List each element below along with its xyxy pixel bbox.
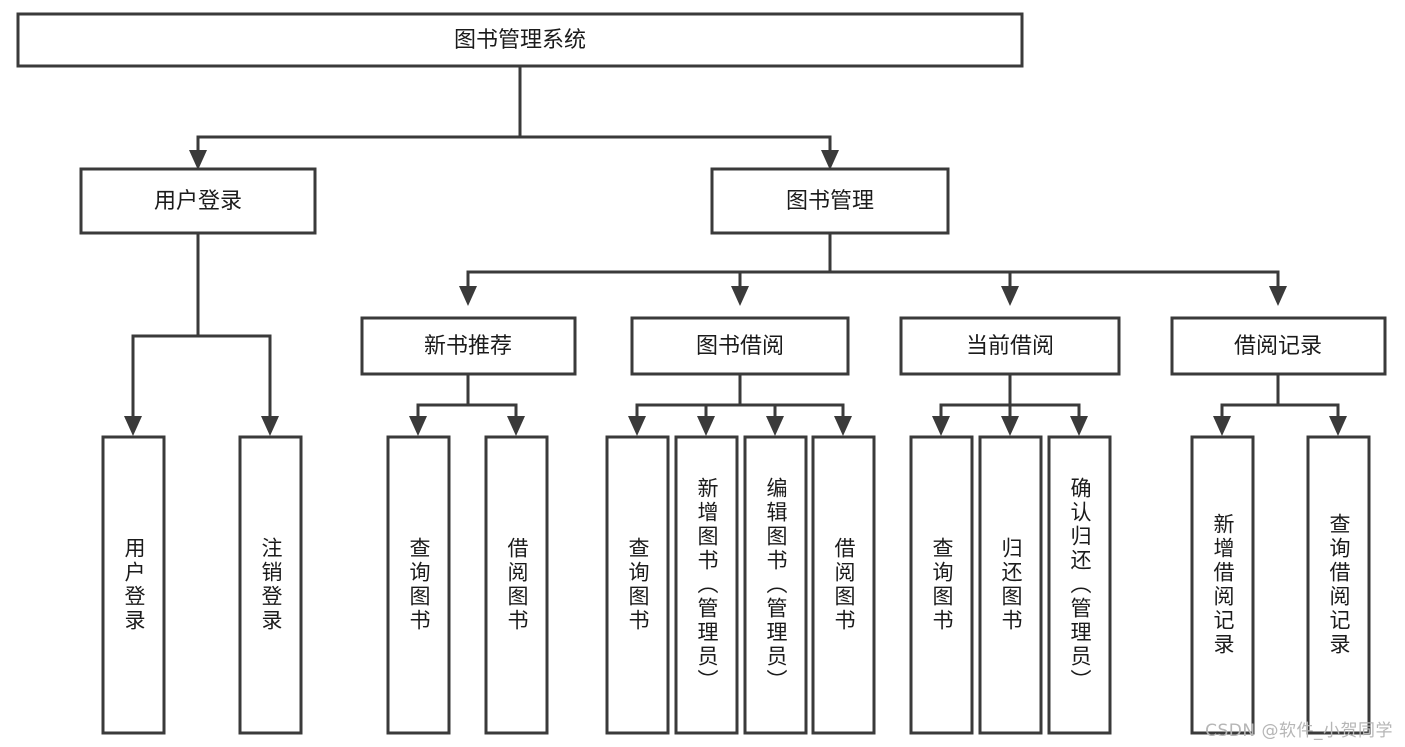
leaf-box-edit-book[interactable]	[743, 435, 808, 735]
leaf-box-borrow-book-2[interactable]	[811, 435, 876, 735]
node-book-borrow-label: 图书借阅	[696, 334, 784, 359]
connector-root-to-level2	[189, 64, 839, 170]
watermark: CSDN @软件_小贺同学	[1205, 721, 1393, 741]
connector-borrowrecord-to-leaves	[1213, 372, 1347, 436]
node-root[interactable]: 图书管理系统	[16, 12, 1024, 68]
leaf-box-add-book[interactable]	[674, 435, 739, 735]
node-borrow-record-label: 借阅记录	[1234, 334, 1322, 359]
node-root-label: 图书管理系统	[454, 28, 586, 53]
node-current-borrow[interactable]: 当前借阅	[899, 316, 1121, 376]
leaf-box-borrow-book-1[interactable]	[484, 435, 549, 735]
connector-bookborrow-to-leaves	[628, 372, 852, 436]
node-user-login[interactable]: 用户登录	[79, 167, 317, 235]
connector-newbook-to-leaves	[409, 372, 525, 436]
node-borrow-record[interactable]: 借阅记录	[1170, 316, 1387, 376]
leaf-box-query-book-1[interactable]	[386, 435, 451, 735]
connector-userlogin-to-leaves	[124, 231, 279, 436]
leaf-box-logout[interactable]	[238, 435, 303, 735]
leaf-boxes	[101, 435, 1371, 735]
node-current-borrow-label: 当前借阅	[966, 334, 1054, 359]
connector-currentborrow-to-leaves	[932, 372, 1088, 436]
connector-bookmgmt-to-level3	[459, 231, 1287, 306]
leaf-box-add-record[interactable]	[1190, 435, 1255, 735]
node-book-management-label: 图书管理	[786, 189, 874, 214]
leaf-box-confirm-return[interactable]	[1047, 435, 1112, 735]
leaf-box-query-record[interactable]	[1306, 435, 1371, 735]
node-book-borrow[interactable]: 图书借阅	[630, 316, 850, 376]
node-user-login-label: 用户登录	[154, 189, 242, 214]
node-new-book-recommend-label: 新书推荐	[424, 334, 512, 359]
leaf-box-query-book-3[interactable]	[909, 435, 974, 735]
node-new-book-recommend[interactable]: 新书推荐	[360, 316, 577, 376]
node-book-management[interactable]: 图书管理	[710, 167, 950, 235]
leaf-box-return-book[interactable]	[978, 435, 1043, 735]
leaf-box-query-book-2[interactable]	[605, 435, 670, 735]
leaf-box-user-login[interactable]	[101, 435, 166, 735]
